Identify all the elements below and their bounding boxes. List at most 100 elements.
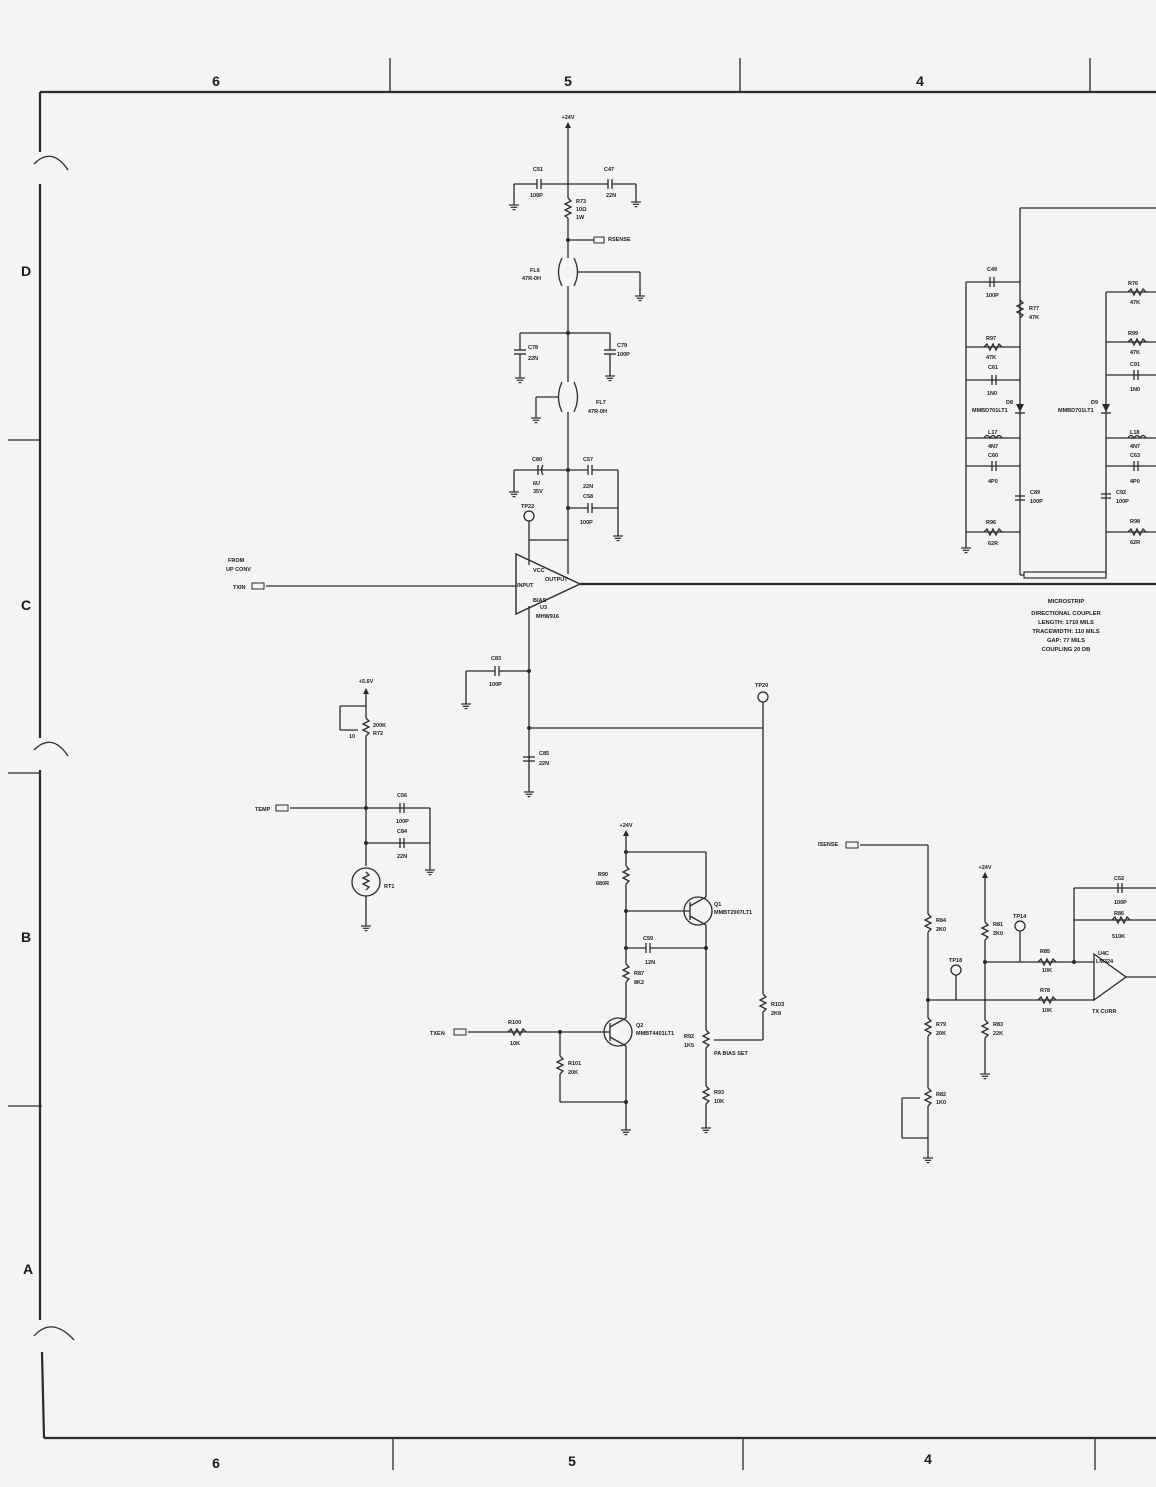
r78-ref: R78 bbox=[1040, 988, 1050, 994]
r99-ref: R99 bbox=[1128, 331, 1138, 337]
coupler-note-line-3: LENGTH: 1710 MILS bbox=[1038, 620, 1094, 626]
r72-ref: R72 bbox=[373, 731, 383, 737]
r86-ref: R86 bbox=[1114, 911, 1124, 917]
isense-port-label: ISENSE bbox=[818, 842, 839, 848]
c61-ref: C61 bbox=[988, 365, 998, 371]
tp22-label: TP22 bbox=[521, 504, 534, 510]
d8-part: MMBD701LT1 bbox=[972, 408, 1008, 414]
fl6-ref: FL6 bbox=[530, 268, 540, 274]
rt1-ref: RT1 bbox=[384, 884, 394, 890]
r78-value: 10K bbox=[1042, 1008, 1052, 1014]
r79-ref: R79 bbox=[936, 1022, 946, 1028]
c79-ref: C79 bbox=[617, 343, 627, 349]
q1-ref: Q1 bbox=[714, 902, 721, 908]
c89-ref: C89 bbox=[1030, 490, 1040, 496]
r72-value: 200K bbox=[373, 723, 386, 729]
c47-value: 22N bbox=[606, 193, 616, 199]
c58-ref: C58 bbox=[583, 494, 593, 500]
c79-value: 100P bbox=[617, 352, 630, 358]
c85-value: 22N bbox=[539, 761, 549, 767]
c57-value: 22N bbox=[583, 484, 593, 490]
c91-ref: C91 bbox=[1130, 362, 1140, 368]
c60-value: 4P0 bbox=[988, 479, 998, 485]
r100-ref: R100 bbox=[508, 1020, 521, 1026]
c56-value: 100P bbox=[396, 819, 409, 825]
r77-value: 47K bbox=[1029, 315, 1039, 321]
u3-bias-pin: BIAS bbox=[533, 598, 546, 604]
txin-port-label: TXIN bbox=[233, 585, 246, 591]
current-sense-circuit bbox=[845, 841, 1156, 1164]
r101-value: 20K bbox=[568, 1070, 578, 1076]
zone-col-4-top: 4 bbox=[916, 73, 924, 89]
tp14-label: TP14 bbox=[1013, 914, 1027, 920]
rsense-port-label: RSENSE bbox=[608, 237, 631, 243]
r81-value: 2K0 bbox=[993, 931, 1003, 937]
r82-value: 1K0 bbox=[936, 1100, 946, 1106]
r83-value: 22K bbox=[993, 1031, 1003, 1037]
r73-value: 10Ω bbox=[576, 207, 587, 213]
c84-value: 22N bbox=[397, 854, 407, 860]
thermistor-section bbox=[275, 688, 436, 932]
zone-col-5-top: 5 bbox=[564, 73, 572, 89]
supply-main-label: +24V bbox=[562, 115, 575, 121]
c92-ref: C92 bbox=[1116, 490, 1126, 496]
r100-value: 10K bbox=[510, 1041, 520, 1047]
u3-vcc-pin: VCC bbox=[533, 568, 545, 574]
c59-value: 12N bbox=[645, 960, 655, 966]
c58-value: 100P bbox=[580, 520, 593, 526]
zone-col-4-bottom: 4 bbox=[924, 1451, 932, 1467]
c61-value: 1N0 bbox=[987, 391, 997, 397]
r93-ref: R93 bbox=[714, 1090, 724, 1096]
u4c-ref: U4C bbox=[1098, 951, 1109, 957]
drawing-border bbox=[8, 58, 1156, 1470]
supply-bias-label: +24V bbox=[620, 823, 633, 829]
r77-ref: R77 bbox=[1029, 306, 1039, 312]
u4c-part: LM324 bbox=[1096, 959, 1114, 965]
temp-port-label: TEMP bbox=[255, 807, 271, 813]
zone-row-b: B bbox=[21, 929, 31, 945]
r81-ref: R81 bbox=[993, 922, 1003, 928]
l17-value: 4N7 bbox=[988, 444, 998, 450]
r99-value: 47K bbox=[1130, 350, 1140, 356]
c56-ref: C56 bbox=[397, 793, 407, 799]
c59-ref: C59 bbox=[643, 936, 653, 942]
c91-value: 1N0 bbox=[1130, 387, 1140, 393]
zone-col-6-bottom: 6 bbox=[212, 1455, 220, 1471]
r73-power: 1W bbox=[576, 215, 585, 221]
directional-coupler bbox=[960, 207, 1156, 579]
coupler-note-line-2: DIRECTIONAL COUPLER bbox=[1031, 611, 1101, 617]
c78-value: 22N bbox=[528, 356, 538, 362]
r103-value: 2K8 bbox=[771, 1011, 781, 1017]
q1-part: MMBT2907LT1 bbox=[714, 910, 752, 916]
zone-row-c: C bbox=[21, 597, 31, 613]
u3-input-pin: INPUT bbox=[517, 583, 534, 589]
txen-port-label: TXEN bbox=[430, 1031, 445, 1037]
u3-part: MHW916 bbox=[536, 614, 559, 620]
r93-value: 10K bbox=[714, 1099, 724, 1105]
r76-value: 47K bbox=[1130, 300, 1140, 306]
c52-value: 100P bbox=[1114, 900, 1127, 906]
zone-row-a: A bbox=[23, 1261, 33, 1277]
r84-ref: R84 bbox=[936, 918, 947, 924]
c83-ref: C83 bbox=[491, 656, 501, 662]
r83-ref: R83 bbox=[993, 1022, 1003, 1028]
u3-output-pin: OUTPUT bbox=[545, 577, 568, 583]
coupler-note-line-4: TRACEWIDTH: 110 MILS bbox=[1032, 629, 1099, 635]
r72-wiper: 10 bbox=[349, 734, 355, 740]
d9-part: MMBD701LT1 bbox=[1058, 408, 1094, 414]
c80-voltage: 35V bbox=[533, 489, 543, 495]
r97-ref: R97 bbox=[986, 336, 996, 342]
c51-ref: C51 bbox=[533, 167, 543, 173]
c78-ref: C78 bbox=[528, 345, 538, 351]
c63-value: 4P0 bbox=[1130, 479, 1140, 485]
c49-value: 100P bbox=[986, 293, 999, 299]
r90-ref: R90 bbox=[598, 872, 608, 878]
coupler-note-line-5: GAP: 77 MILS bbox=[1047, 638, 1085, 644]
u3-ref: U3 bbox=[540, 605, 547, 611]
r87-ref: R87 bbox=[634, 971, 644, 977]
c49-ref: C49 bbox=[987, 267, 997, 273]
r73-ref: R73 bbox=[576, 199, 586, 205]
c92-value: 100P bbox=[1116, 499, 1129, 505]
r79-value: 20K bbox=[936, 1031, 946, 1037]
